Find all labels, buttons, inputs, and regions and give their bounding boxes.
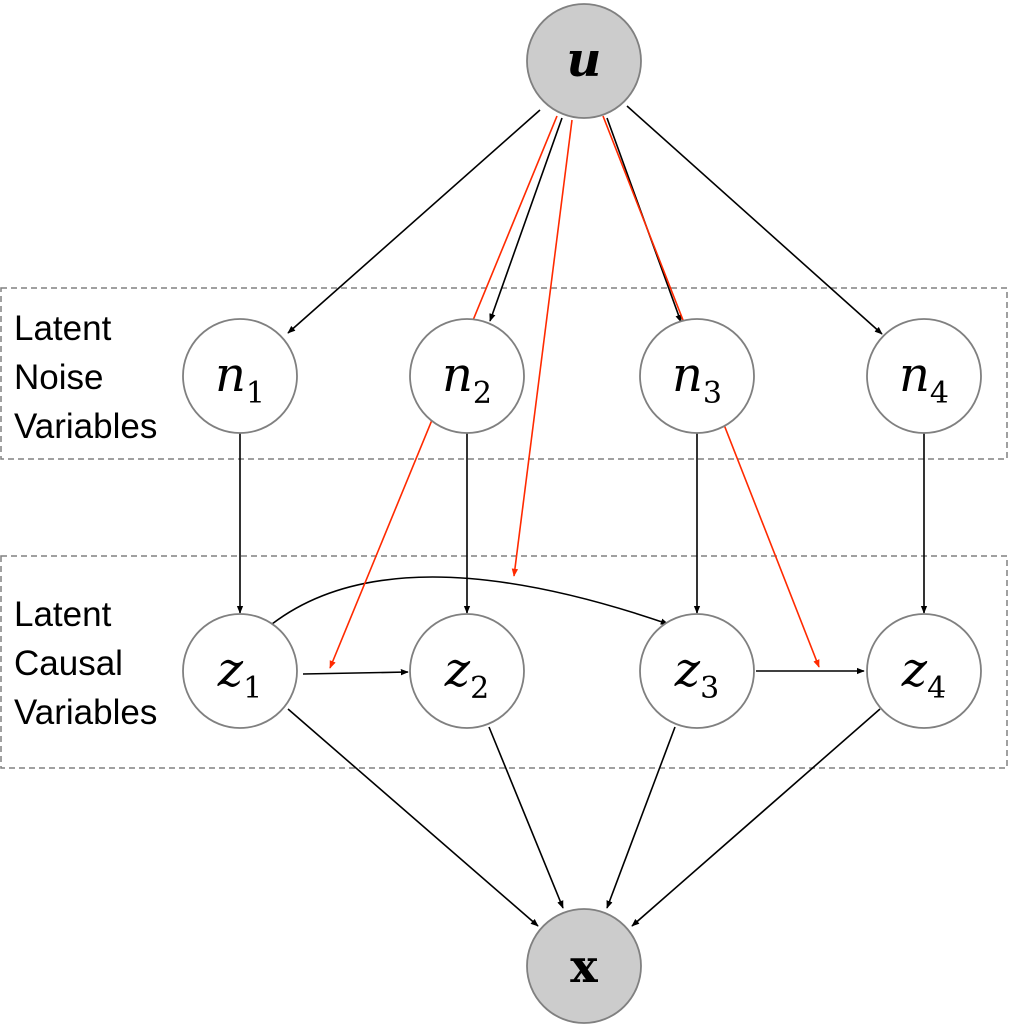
node-n4: n4 — [866, 318, 982, 434]
node-z1-label: z1 — [217, 642, 262, 706]
edge-layer — [236, 105, 928, 927]
edge-u-n1 — [287, 109, 541, 334]
node-z3-label: z3 — [674, 642, 719, 706]
edge-z4-x — [631, 708, 881, 927]
modulation-edge-u-z1z3 — [511, 119, 573, 577]
edge-u-n2 — [489, 117, 563, 322]
edge-u-n4 — [626, 105, 883, 335]
node-n2: n2 — [409, 318, 525, 434]
node-z4: z4 — [866, 613, 982, 729]
node-z1: z1 — [182, 613, 298, 729]
causal-group-label: Latent Causal Variables — [14, 595, 157, 732]
noise-group-label: Latent Noise Variables — [14, 309, 157, 446]
node-n1: n1 — [182, 318, 298, 434]
node-n3: n3 — [639, 318, 755, 434]
causal-group-box — [0, 555, 1008, 769]
node-z4-label: z4 — [901, 642, 946, 706]
node-u-label: u — [567, 32, 602, 88]
edge-z3-x — [606, 726, 676, 909]
edge-z1-z3 — [271, 576, 669, 625]
node-u: u — [526, 3, 642, 119]
node-z2: z2 — [409, 613, 525, 729]
node-n3-label: n3 — [672, 347, 722, 411]
node-n4-label: n4 — [899, 347, 949, 411]
node-x-label: x — [570, 939, 598, 993]
edge-z2-x — [488, 726, 564, 909]
edge-z1-z2 — [302, 668, 409, 676]
node-n2-label: n2 — [442, 347, 492, 411]
edge-z1-x — [287, 708, 539, 927]
node-x: x — [526, 908, 642, 1024]
noise-group-box — [0, 287, 1008, 460]
node-z2-label: z2 — [444, 642, 489, 706]
node-n1-label: n1 — [215, 347, 265, 411]
node-z3: z3 — [639, 613, 755, 729]
